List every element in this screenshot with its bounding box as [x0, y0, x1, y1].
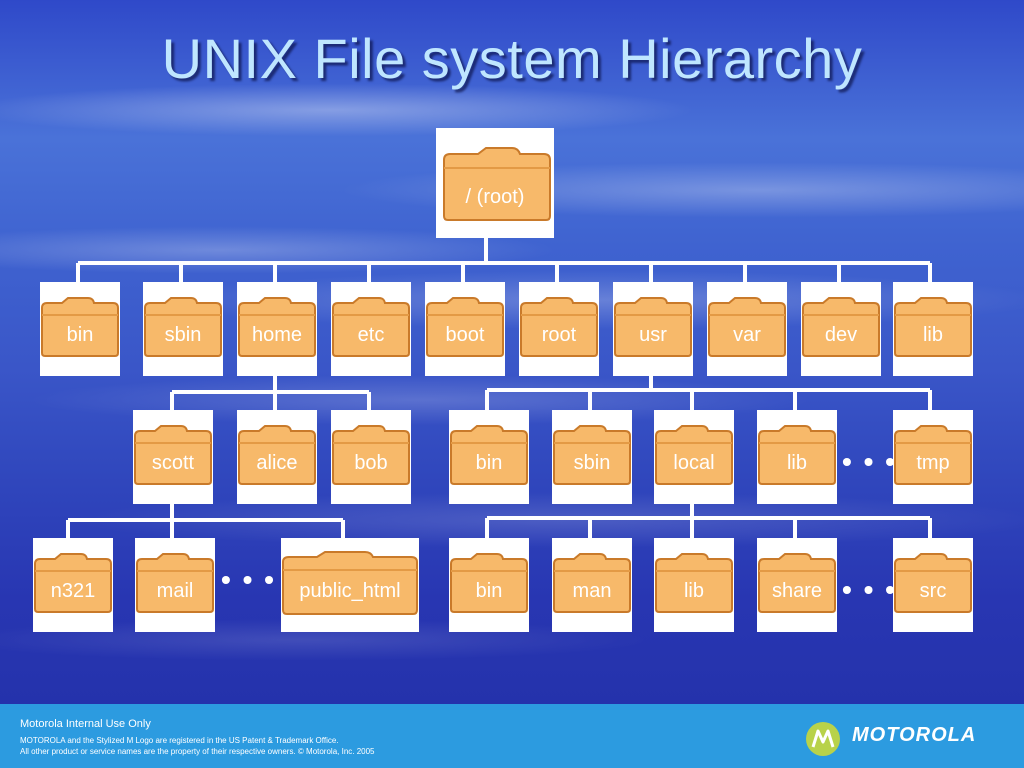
ellipsis-usr: • • •	[842, 446, 897, 477]
folder-icon	[552, 424, 632, 486]
node-label: man	[572, 580, 612, 602]
node-home[interactable]: home	[237, 282, 317, 376]
brand-wordmark: MOTOROLA	[852, 724, 977, 746]
footer: Motorola Internal Use Only MOTOROLA and …	[0, 704, 1024, 768]
node-scott[interactable]: scott	[133, 410, 213, 504]
folder-icon	[133, 424, 213, 486]
folder-icon	[331, 424, 411, 486]
folder-icon	[519, 296, 599, 358]
folder-icon	[893, 296, 973, 358]
folder-icon	[143, 296, 223, 358]
node-label: bin	[66, 324, 94, 346]
node-label: root	[541, 324, 577, 346]
folder-icon	[552, 552, 632, 614]
node-label: sbin	[573, 452, 611, 474]
node-root[interactable]: / (root)	[436, 128, 554, 238]
folder-icon	[707, 296, 787, 358]
folder-icon	[237, 296, 317, 358]
node-local-bin[interactable]: bin	[449, 538, 529, 632]
node-bin[interactable]: bin	[40, 282, 120, 376]
folder-icon	[654, 552, 734, 614]
node-etc[interactable]: etc	[331, 282, 411, 376]
node-bob[interactable]: bob	[331, 410, 411, 504]
folder-icon	[613, 296, 693, 358]
node-label: bin	[475, 452, 503, 474]
node-label: tmp	[916, 452, 950, 474]
node-sbin[interactable]: sbin	[143, 282, 223, 376]
folder-icon	[893, 424, 973, 486]
folder-icon	[757, 424, 837, 486]
folder-icon	[425, 296, 505, 358]
node-mail[interactable]: mail	[135, 538, 215, 632]
node-label: home	[251, 324, 303, 346]
node-dev[interactable]: dev	[801, 282, 881, 376]
node-local-lib[interactable]: lib	[654, 538, 734, 632]
node-label: bob	[354, 452, 388, 474]
node-label: boot	[445, 324, 485, 346]
folder-icon	[237, 424, 317, 486]
folder-icon	[449, 552, 529, 614]
node-usr-sbin[interactable]: sbin	[552, 410, 632, 504]
node-usr-local[interactable]: local	[654, 410, 734, 504]
node-label: lib	[683, 580, 704, 602]
node-usr[interactable]: usr	[613, 282, 693, 376]
node-local-man[interactable]: man	[552, 538, 632, 632]
folder-icon	[40, 296, 120, 358]
folder-icon	[801, 296, 881, 358]
folder-icon	[449, 424, 529, 486]
footer-legal-line-2: All other product or service names are t…	[20, 747, 375, 756]
footer-legal-line-1: MOTOROLA and the Stylized M Logo are reg…	[20, 736, 339, 745]
folder-icon	[440, 146, 552, 222]
folder-icon	[654, 424, 734, 486]
node-usr-bin[interactable]: bin	[449, 410, 529, 504]
node-label: n321	[50, 580, 96, 602]
node-label: alice	[256, 452, 298, 474]
node-label: var	[733, 324, 761, 346]
folder-icon	[33, 552, 113, 614]
node-local-share[interactable]: share	[757, 538, 837, 632]
node-lib[interactable]: lib	[893, 282, 973, 376]
node-label: bin	[475, 580, 503, 602]
node-label: sbin	[164, 324, 202, 346]
node-n321[interactable]: n321	[33, 538, 113, 632]
node-var[interactable]: var	[707, 282, 787, 376]
node-label: local	[673, 452, 715, 474]
motorola-logo-icon	[806, 722, 840, 756]
node-usr-lib[interactable]: lib	[757, 410, 837, 504]
folder-icon	[281, 550, 419, 616]
node-label: src	[919, 580, 947, 602]
ellipsis-local: • • •	[842, 574, 897, 605]
node-public-html[interactable]: public_html	[281, 538, 419, 632]
node-boot[interactable]: boot	[425, 282, 505, 376]
node-label: dev	[824, 324, 858, 346]
node-alice[interactable]: alice	[237, 410, 317, 504]
node-usr-tmp[interactable]: tmp	[893, 410, 973, 504]
folder-icon	[757, 552, 837, 614]
ellipsis-scott: • • •	[221, 564, 276, 595]
node-label: / (root)	[465, 186, 525, 208]
footer-internal-note: Motorola Internal Use Only	[20, 718, 151, 730]
folder-icon	[893, 552, 973, 614]
node-label: mail	[156, 580, 194, 602]
folder-icon	[135, 552, 215, 614]
node-label: usr	[639, 324, 667, 346]
node-label: scott	[151, 452, 195, 474]
node-label: lib	[922, 324, 943, 346]
node-local-src[interactable]: src	[893, 538, 973, 632]
node-label: etc	[357, 324, 385, 346]
folder-icon	[331, 296, 411, 358]
node-label: lib	[786, 452, 807, 474]
node-label: public_html	[299, 580, 401, 602]
slide-title: UNIX File system Hierarchy	[161, 27, 863, 90]
node-root-dir[interactable]: root	[519, 282, 599, 376]
node-label: share	[771, 580, 823, 602]
